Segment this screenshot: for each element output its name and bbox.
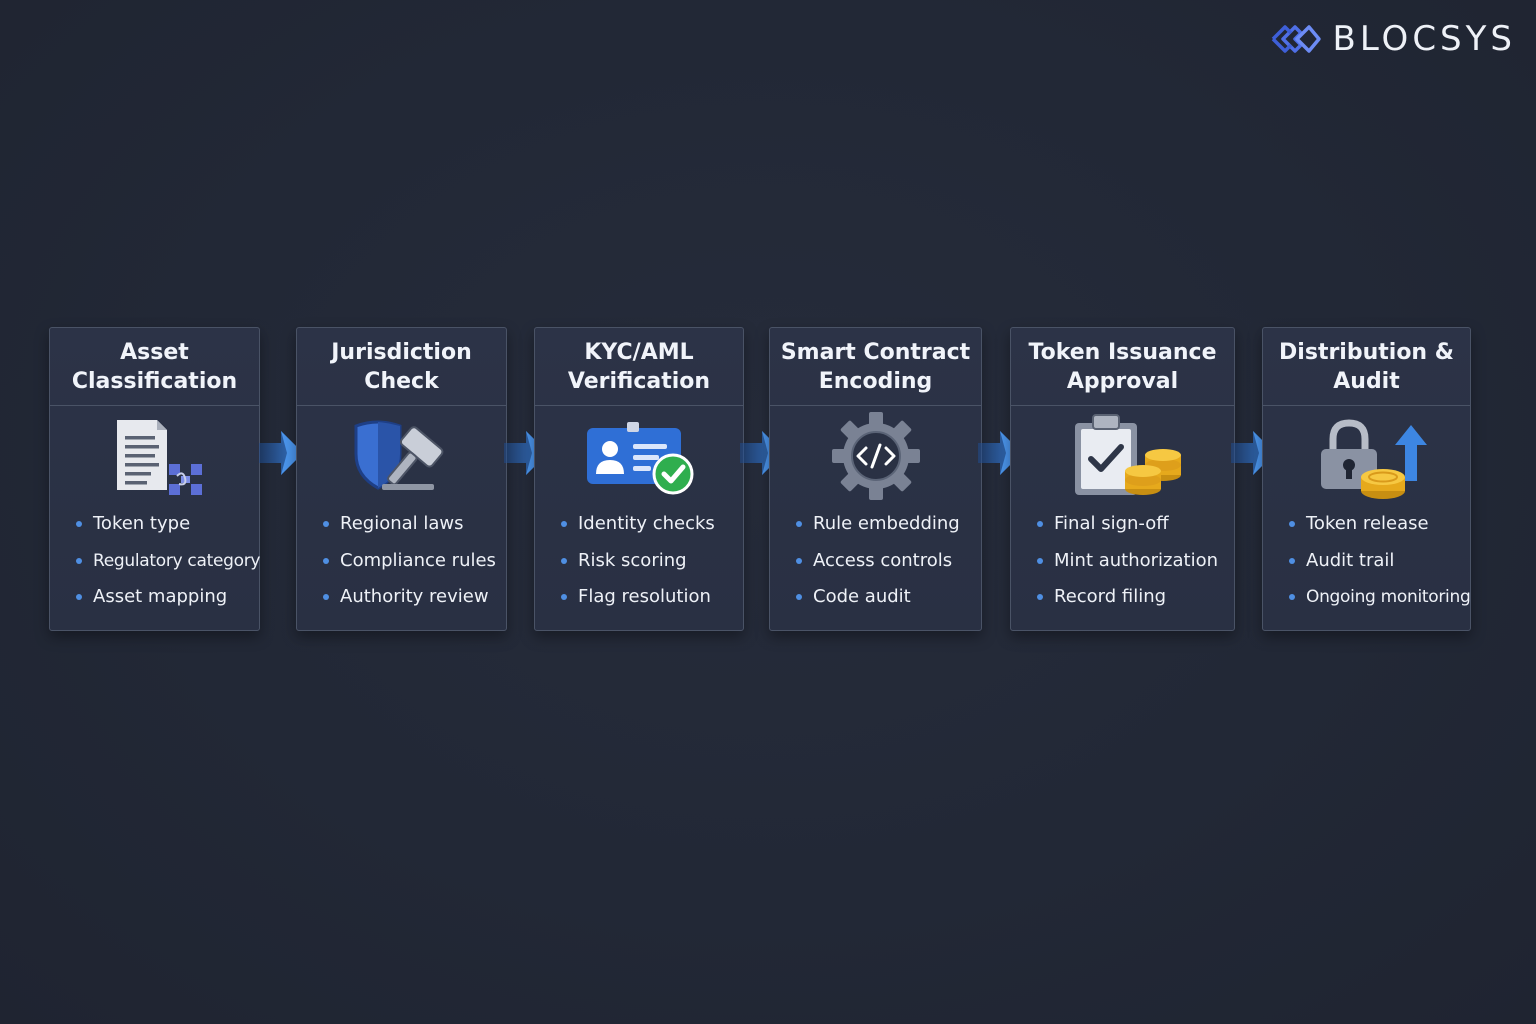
step-title: Jurisdiction Check bbox=[331, 339, 472, 394]
bullet-item: Authority review bbox=[323, 579, 506, 616]
bullet-item: Asset mapping bbox=[76, 579, 259, 616]
bullet-item: Mint authorization bbox=[1037, 543, 1234, 580]
step-card-jurisdiction-check: Jurisdiction Check Regional laws Complia… bbox=[296, 327, 507, 631]
step-header: Asset Classification bbox=[50, 328, 259, 406]
diamond-chain-logo-icon bbox=[1271, 25, 1321, 53]
clipboard-coins-icon bbox=[1074, 414, 1181, 495]
step-icon-wrap bbox=[1263, 406, 1470, 506]
step-card-distribution-audit: Distribution & Audit Token release Audit… bbox=[1262, 327, 1471, 631]
step-card-smart-contract-encoding: Smart Contract Encoding bbox=[769, 327, 982, 631]
step-icon-wrap bbox=[1011, 406, 1234, 506]
step-icon-wrap bbox=[535, 406, 743, 506]
step-bullets: Token release Audit trail Ongoing monito… bbox=[1263, 506, 1471, 616]
bullet-item: Access controls bbox=[796, 543, 981, 580]
step-card-kyc-aml-verification: KYC/AML Verification Identity checks Ris… bbox=[534, 327, 744, 631]
step-bullets: Final sign-off Mint authorization Record… bbox=[1011, 506, 1234, 616]
bullet-item: Token type bbox=[76, 506, 259, 543]
bullet-item: Identity checks bbox=[561, 506, 743, 543]
bullet-item: Flag resolution bbox=[561, 579, 743, 616]
bullet-item: Regional laws bbox=[323, 506, 506, 543]
step-card-token-issuance-approval: Token Issuance Approval bbox=[1010, 327, 1235, 631]
bullet-item: Regulatory category bbox=[76, 543, 260, 580]
bullet-item: Audit trail bbox=[1289, 543, 1470, 580]
step-icon-wrap bbox=[297, 406, 506, 506]
bullet-item: Ongoing monitoring bbox=[1289, 579, 1471, 616]
step-bullets: Token type Regulatory category Asset map… bbox=[50, 506, 260, 616]
brand-name: BLOCSYS bbox=[1332, 19, 1516, 59]
step-title: Distribution & Audit bbox=[1279, 339, 1454, 394]
step-icon-wrap bbox=[770, 406, 981, 506]
step-title: Asset Classification bbox=[71, 339, 238, 394]
brand: BLOCSYS bbox=[1269, 18, 1517, 60]
step-bullets: Identity checks Risk scoring Flag resolu… bbox=[535, 506, 743, 616]
bullet-item: Rule embedding bbox=[796, 506, 981, 543]
step-bullets: Rule embedding Access controls Code audi… bbox=[770, 506, 981, 616]
step-icon-wrap bbox=[50, 406, 259, 506]
id-card-check-icon bbox=[587, 422, 694, 495]
bullet-item: Risk scoring bbox=[561, 543, 743, 580]
document-qr-icon bbox=[116, 420, 202, 495]
shield-gavel-icon bbox=[354, 420, 443, 490]
step-header: Distribution & Audit bbox=[1263, 328, 1470, 406]
step-title: KYC/AML Verification bbox=[567, 339, 711, 394]
step-bullets: Regional laws Compliance rules Authority… bbox=[297, 506, 506, 616]
step-card-asset-classification: Asset Classification Token type bbox=[49, 327, 260, 631]
step-header: Jurisdiction Check bbox=[297, 328, 506, 406]
step-header: Token Issuance Approval bbox=[1011, 328, 1234, 406]
flow-arrow-icon bbox=[259, 431, 303, 475]
step-title: Smart Contract Encoding bbox=[780, 339, 971, 394]
step-header: Smart Contract Encoding bbox=[770, 328, 981, 406]
lock-coins-arrow-icon bbox=[1320, 419, 1427, 499]
step-title: Token Issuance Approval bbox=[1028, 339, 1217, 394]
bullet-item: Final sign-off bbox=[1037, 506, 1234, 543]
bullet-item: Token release bbox=[1289, 506, 1470, 543]
bullet-item: Code audit bbox=[796, 579, 981, 616]
bullet-item: Compliance rules bbox=[323, 543, 506, 580]
bullet-item: Record filing bbox=[1037, 579, 1234, 616]
gear-code-icon bbox=[831, 412, 920, 500]
step-header: KYC/AML Verification bbox=[535, 328, 743, 406]
process-flow: Asset Classification Token type bbox=[0, 327, 1536, 633]
